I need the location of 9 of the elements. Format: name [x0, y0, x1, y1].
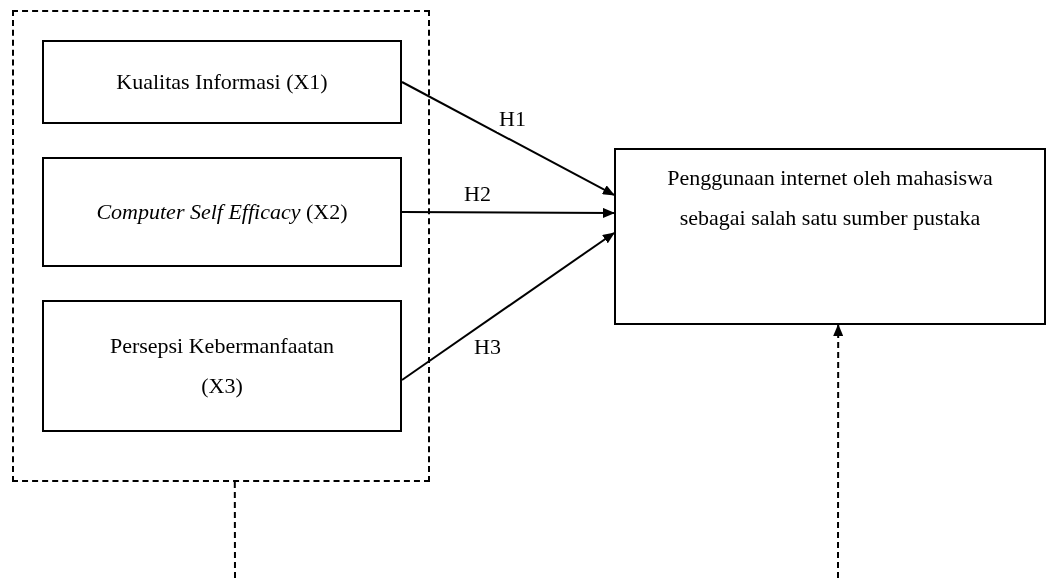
dashed-group-box [12, 10, 430, 482]
variable-box: Penggunaan internet oleh mahasiswa sebagai salah satu sumber pustaka [614, 148, 1046, 325]
variable-box: Computer Self Efficacy (X2) [42, 157, 402, 267]
variable-box: Persepsi Kebermanfaatan (X3) [42, 300, 402, 432]
variable-box: Kualitas Informasi (X1) [42, 40, 402, 124]
arrow [401, 81, 615, 196]
arrow [401, 231, 615, 381]
dashed-arrow [833, 324, 844, 578]
arrow [401, 207, 615, 218]
